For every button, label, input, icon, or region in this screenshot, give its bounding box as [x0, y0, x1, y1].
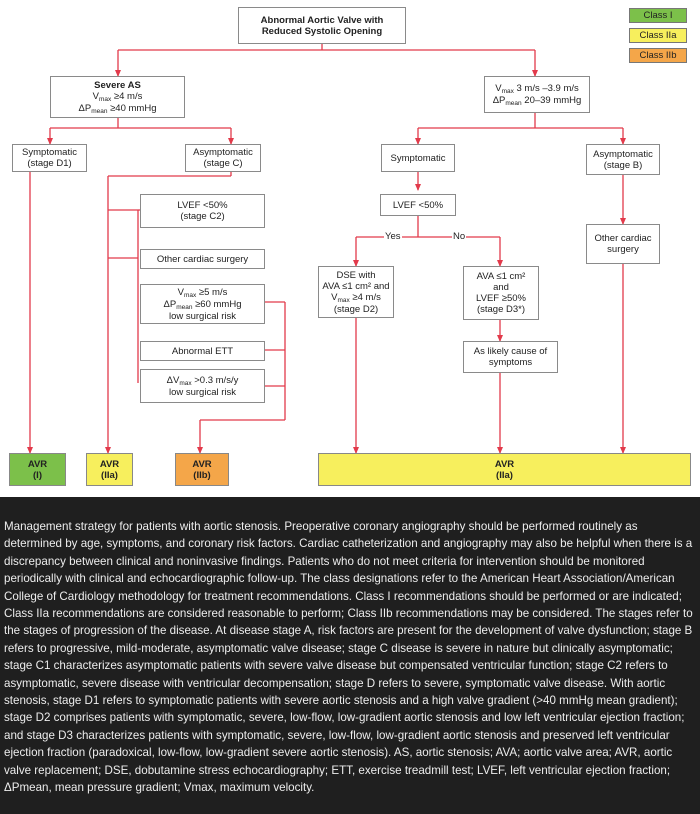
abnormal-valve-line1: Abnormal Aortic Valve with — [260, 14, 384, 26]
no-label: No — [452, 231, 467, 242]
likely-cause-box: As likely cause of symptoms — [463, 341, 558, 373]
symptomatic-text: Symptomatic — [390, 152, 446, 164]
abnormal-valve-line2: Reduced Systolic Opening — [261, 25, 383, 37]
vmax5-v: Vmax ≥5 m/s — [177, 286, 228, 299]
other-surgery2-line1: Other cardiac — [594, 233, 652, 244]
likely-line1: As likely cause of — [473, 346, 548, 357]
moderate-pmean: ΔPmean 20–39 mmHg — [492, 94, 582, 107]
legend-class-iib: Class IIb — [629, 48, 687, 63]
dvmax-line1: ΔVmax >0.3 m/s/y — [166, 374, 239, 387]
avr-class-i: AVR (I) — [9, 453, 66, 486]
abnormal-ett-text: Abnormal ETT — [171, 345, 234, 357]
avr-iib-class: (IIb) — [193, 469, 211, 481]
ava-line3: LVEF ≥50% — [476, 293, 526, 304]
stage-c-line2: (stage C) — [203, 158, 243, 169]
stage-b-line2: (stage B) — [603, 159, 643, 171]
dse-vmax: Vmax ≥4 m/s — [331, 291, 381, 304]
dse-line2: AVA ≤1 cm² and — [322, 280, 390, 292]
avr-class-iia-right: AVR (IIa) — [318, 453, 691, 486]
lvef50-text: LVEF <50% — [392, 199, 444, 211]
other-surgery2-line2: surgery — [607, 244, 639, 255]
flowchart: Class I Class IIa Class IIb Abnormal Aor… — [0, 0, 700, 497]
avr-iia-title: AVR — [99, 458, 120, 470]
lvef-50-box: LVEF <50% — [380, 194, 456, 216]
delta-vmax-box: ΔVmax >0.3 m/s/y low surgical risk — [140, 369, 265, 403]
other-cardiac-surgery-box: Other cardiac surgery — [140, 249, 265, 269]
d1-line1: Symptomatic — [22, 147, 77, 158]
severe-as-vmax: Vmax ≥4 m/s — [92, 90, 143, 103]
ava-line4: (stage D3*) — [476, 304, 526, 315]
avr-i-title: AVR — [27, 458, 48, 470]
connector-lines — [27, 44, 626, 454]
moderate-vmax: Vmax 3 m/s –3.9 m/s — [495, 82, 579, 95]
likely-line2: symptoms — [488, 357, 533, 368]
vmax5-risk: low surgical risk — [168, 310, 237, 322]
legend-class-i: Class I — [629, 8, 687, 23]
symptomatic-d1-box: Symptomatic (stage D1) — [12, 144, 87, 172]
asymptomatic-b-box: Asymptomatic (stage B) — [586, 144, 660, 175]
avr-iib-title: AVR — [192, 458, 212, 470]
avr-i-class: (I) — [33, 469, 42, 481]
other-cardiac-surgery-right-box: Other cardiac surgery — [586, 224, 660, 264]
ava-d3-box: AVA ≤1 cm² and LVEF ≥50% (stage D3*) — [463, 266, 539, 320]
yes-label: Yes — [384, 231, 402, 242]
avr-class-iia-left: AVR (IIa) — [86, 453, 133, 486]
lvef-c2-line1: LVEF <50% — [177, 200, 228, 211]
severe-as-title: Severe AS — [94, 79, 141, 91]
moderate-as-box: Vmax 3 m/s –3.9 m/s ΔPmean 20–39 mmHg — [484, 76, 590, 113]
vmax5-p: ΔPmean ≥60 mmHg — [163, 298, 242, 311]
dvmax-line2: low surgical risk — [168, 386, 237, 398]
ava-line1: AVA ≤1 cm² — [476, 271, 526, 282]
lvef-c2-line2: (stage C2) — [180, 211, 225, 222]
legend-class-iia: Class IIa — [629, 28, 687, 43]
ava-line2: and — [493, 282, 509, 293]
vmax5-box: Vmax ≥5 m/s ΔPmean ≥60 mmHg low surgical… — [140, 284, 265, 324]
dse-d2-box: DSE with AVA ≤1 cm² and Vmax ≥4 m/s (sta… — [318, 266, 394, 318]
severe-as-pmean: ΔPmean ≥40 mmHg — [78, 102, 157, 115]
stage-b-line1: Asymptomatic — [593, 148, 653, 160]
abnormal-ett-box: Abnormal ETT — [140, 341, 265, 361]
dse-line1: DSE with — [336, 269, 376, 281]
severe-as-box: Severe AS Vmax ≥4 m/s ΔPmean ≥40 mmHg — [50, 76, 185, 118]
symptomatic-box: Symptomatic — [381, 144, 455, 172]
figure-caption: Management strategy for patients with ao… — [4, 520, 693, 795]
abnormal-valve-box: Abnormal Aortic Valve with Reduced Systo… — [238, 7, 406, 44]
avr-class-iib: AVR (IIb) — [175, 453, 229, 486]
avr-iia-class: (IIa) — [101, 469, 118, 481]
stage-c-line1: Asymptomatic — [193, 147, 253, 158]
avr-iia-right-class: (IIa) — [496, 469, 513, 481]
avr-iia-right-title: AVR — [494, 458, 515, 470]
other-surgery-text: Other cardiac surgery — [156, 253, 249, 265]
lvef-c2-box: LVEF <50% (stage C2) — [140, 194, 265, 228]
d1-line2: (stage D1) — [27, 158, 72, 169]
asymptomatic-c-box: Asymptomatic (stage C) — [185, 144, 261, 172]
dse-line4: (stage D2) — [333, 303, 379, 315]
